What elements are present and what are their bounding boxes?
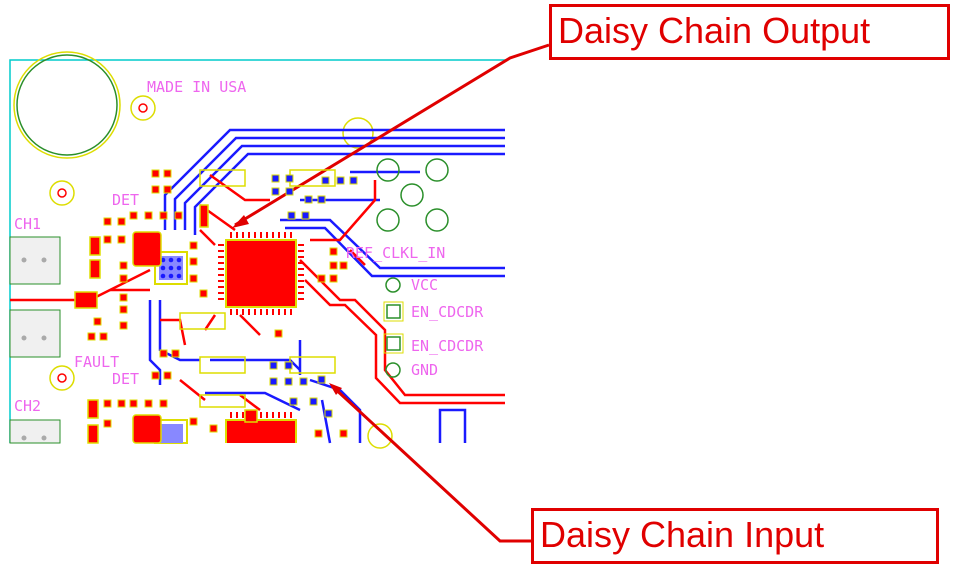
header-square-pads	[386, 304, 401, 351]
header-pad-outlines	[383, 301, 404, 354]
bottom-pads	[269, 174, 358, 418]
large-pads	[74, 204, 258, 444]
silk-made-in-usa: MADE IN USA	[147, 78, 246, 96]
top-passives	[87, 169, 348, 438]
silk-ch2: CH2	[14, 397, 41, 415]
daisy-chain-output-label: Daisy Chain Output	[558, 10, 871, 51]
silk-det-bottom: DET	[112, 370, 139, 388]
silk-ch1: CH1	[14, 215, 41, 233]
header-pins	[376, 158, 449, 378]
silk-gnd: GND	[411, 361, 438, 379]
ic-driver-top-balls	[160, 257, 182, 279]
silk-fault: FAULT	[74, 353, 119, 371]
connectors	[9, 236, 61, 444]
silk-vcc: VCC	[411, 276, 438, 294]
silk-en-cdcdr-1: EN_CDCDR	[411, 303, 484, 321]
ic-u1	[225, 239, 297, 308]
mounting-hole	[13, 51, 121, 159]
top-copper-traces	[10, 173, 505, 411]
fiducials	[49, 95, 393, 449]
ic-u2-pins	[230, 412, 292, 418]
daisy-chain-input-label: Daisy Chain Input	[540, 514, 825, 555]
daisy-chain-output-callout: Daisy Chain Output	[549, 4, 950, 60]
ic-u1-pins	[218, 232, 304, 315]
callout-arrowheads	[232, 215, 342, 395]
silk-ref-clk: REF_CLKL_IN	[346, 244, 445, 262]
silk-det-top: DET	[112, 191, 139, 209]
silkscreen-labels: MADE IN USA CH1 CH2 DET DET FAULT REF_CL…	[14, 78, 484, 415]
connector-pins	[21, 257, 47, 441]
silk-en-cdcdr-2: EN_CDCDR	[411, 337, 484, 355]
daisy-chain-input-callout: Daisy Chain Input	[531, 508, 939, 564]
ic-u2	[225, 419, 297, 443]
